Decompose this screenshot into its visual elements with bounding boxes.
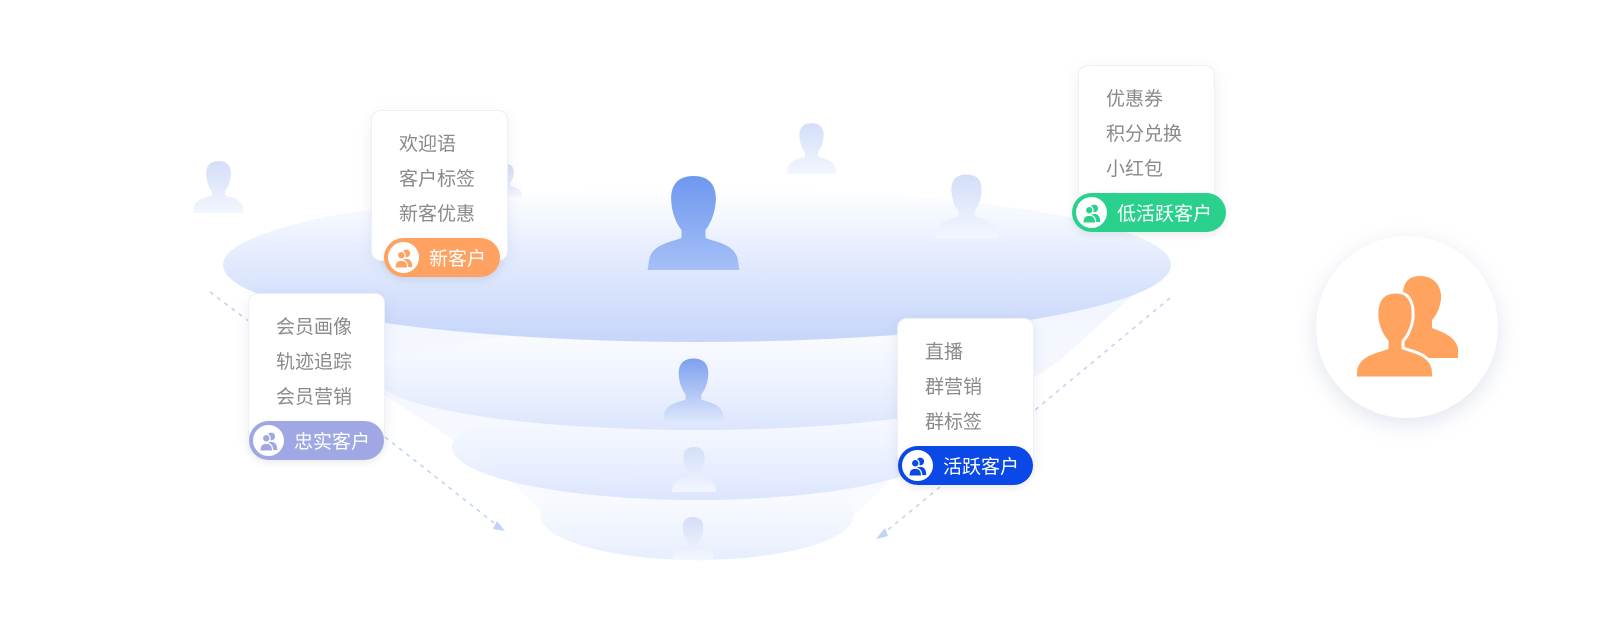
connector-left-top bbox=[209, 291, 251, 323]
connector-left-bottom bbox=[384, 436, 504, 531]
feature-item: 群标签 bbox=[925, 411, 983, 433]
feature-item: 会员营销 bbox=[276, 386, 353, 408]
feature-item: 群营销 bbox=[925, 376, 983, 398]
tag-active-customer[interactable]: 活跃客户 bbox=[898, 446, 1034, 485]
tag-label: 忠实客户 bbox=[294, 431, 371, 453]
arrow-head-left bbox=[493, 521, 505, 531]
user-group-icon bbox=[902, 450, 933, 481]
user-group-icon bbox=[388, 242, 419, 273]
tag-label: 低活跃客户 bbox=[1117, 203, 1213, 225]
feature-item: 小红包 bbox=[1106, 158, 1164, 180]
tag-loyal-customer[interactable]: 忠实客户 bbox=[249, 421, 385, 460]
card-new-customer: 欢迎语 客户标签 新客优惠 bbox=[371, 110, 508, 261]
arrow-head-right bbox=[876, 528, 888, 539]
connector-lines bbox=[209, 291, 1171, 539]
feature-item: 积分兑换 bbox=[1106, 123, 1183, 145]
card-loyal-customer: 会员画像 轨迹追踪 会员营销 bbox=[248, 293, 385, 443]
person-icon-faint-top bbox=[786, 123, 837, 174]
feature-item: 客户标签 bbox=[399, 168, 476, 190]
connector-right-top bbox=[1034, 297, 1171, 411]
feature-item: 直播 bbox=[925, 341, 964, 363]
feature-item: 轨迹追踪 bbox=[276, 351, 353, 373]
tag-low-active-customer[interactable]: 低活跃客户 bbox=[1072, 193, 1227, 232]
tag-label: 新客户 bbox=[429, 248, 487, 270]
user-group-icon bbox=[1076, 197, 1107, 228]
person-icon-faint-left bbox=[193, 161, 244, 213]
user-group-icon bbox=[1353, 276, 1458, 380]
feature-item: 优惠券 bbox=[1106, 88, 1164, 110]
feature-item: 欢迎语 bbox=[399, 133, 457, 155]
user-group-icon bbox=[253, 425, 284, 456]
feature-item: 会员画像 bbox=[276, 316, 353, 338]
connector-right-bottom bbox=[877, 486, 941, 539]
card-low-active-customer: 优惠券 积分兑换 小红包 bbox=[1078, 65, 1215, 215]
card-active-customer: 直播 群营销 群标签 bbox=[897, 318, 1034, 466]
feature-item: 新客优惠 bbox=[399, 203, 476, 225]
tag-new-customer[interactable]: 新客户 bbox=[384, 238, 501, 277]
customer-group-badge bbox=[1316, 236, 1498, 418]
tag-label: 活跃客户 bbox=[943, 456, 1020, 478]
